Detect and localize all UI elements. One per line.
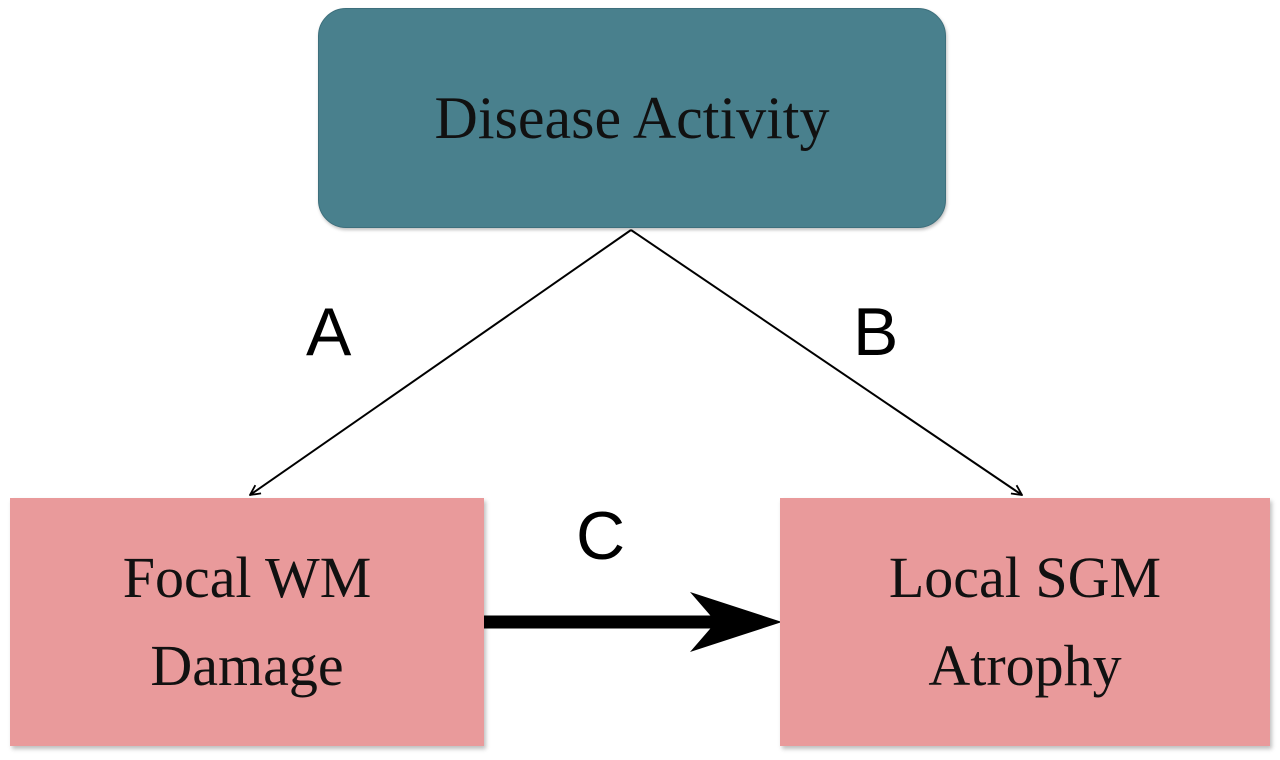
edge-b-arrow [630, 229, 1022, 495]
edge-label-b: B [853, 294, 899, 370]
edge-label-a: A [306, 294, 352, 370]
node-local-sgm-atrophy-line-2: Atrophy [928, 633, 1122, 698]
edge-label-c: C [576, 498, 626, 574]
node-focal-wm-damage-line-1: Focal WM [122, 545, 372, 610]
node-focal-wm-damage-line-2: Damage [150, 633, 344, 698]
node-disease-activity: Disease Activity [318, 8, 946, 228]
node-disease-activity-line-1: Disease Activity [434, 85, 830, 151]
node-local-sgm-atrophy: Local SGM Atrophy [780, 498, 1270, 746]
edge-a-arrow [250, 229, 632, 495]
node-local-sgm-atrophy-line-1: Local SGM [888, 545, 1162, 610]
edge-c-arrow [484, 592, 782, 652]
node-focal-wm-damage: Focal WM Damage [10, 498, 484, 746]
